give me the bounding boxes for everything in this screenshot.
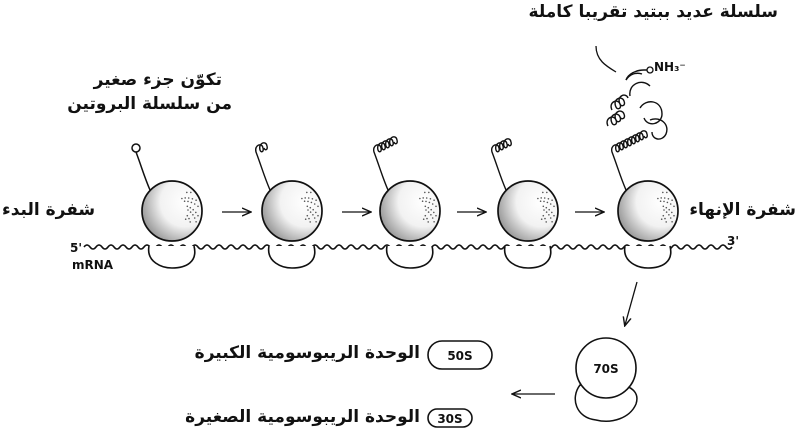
small-subunit xyxy=(147,245,196,269)
ribosome-70s: 70S xyxy=(574,337,638,422)
small-piece-label-line2: من سلسلة البروتين xyxy=(67,94,232,114)
small-subunit xyxy=(267,245,316,269)
ribosome-stage-1 xyxy=(131,143,203,269)
three-prime-label: 3' xyxy=(727,234,740,248)
process-arrows xyxy=(222,212,638,394)
label-30s: 30S xyxy=(437,412,462,426)
mrna-label: mRNA xyxy=(72,258,114,272)
small-subunit xyxy=(385,245,434,269)
small-piece-label-line1: تكوّن جزء صغير xyxy=(93,70,222,90)
start-codon-label: شفرة البدء xyxy=(2,200,96,220)
large-subunit xyxy=(261,180,323,242)
subunit-30s: 30S xyxy=(427,408,473,428)
subunit-50s: 50S xyxy=(427,340,493,370)
ribosome-stage-5 xyxy=(595,45,679,269)
ribosome-stage-3 xyxy=(372,136,441,269)
small-subunit xyxy=(623,245,672,269)
release-arrow xyxy=(625,281,638,325)
stop-codon-label: شفرة الإنهاء xyxy=(689,200,796,220)
nh3-label: NH₃⁻ xyxy=(654,60,686,74)
large-subunit xyxy=(497,180,559,242)
ribosome-stage-4 xyxy=(490,138,559,269)
large-subunit xyxy=(617,180,679,242)
small-subunit xyxy=(503,245,552,269)
complete-chain-label: سلسلة عديد ببتيد تقريبا كاملة xyxy=(528,2,778,22)
label-50s: 50S xyxy=(447,349,472,363)
large-subunit xyxy=(379,180,441,242)
ribosome-series xyxy=(131,45,679,269)
label-70s: 70S xyxy=(593,362,618,376)
large-subunit-label: الوحدة الريبوسومية الكبيرة xyxy=(194,343,420,363)
large-subunit xyxy=(141,180,203,242)
five-prime-label: 5' xyxy=(70,241,83,255)
ribosome-stage-2 xyxy=(254,142,323,269)
small-subunit-label: الوحدة الريبوسومية الصغيرة xyxy=(185,407,420,427)
